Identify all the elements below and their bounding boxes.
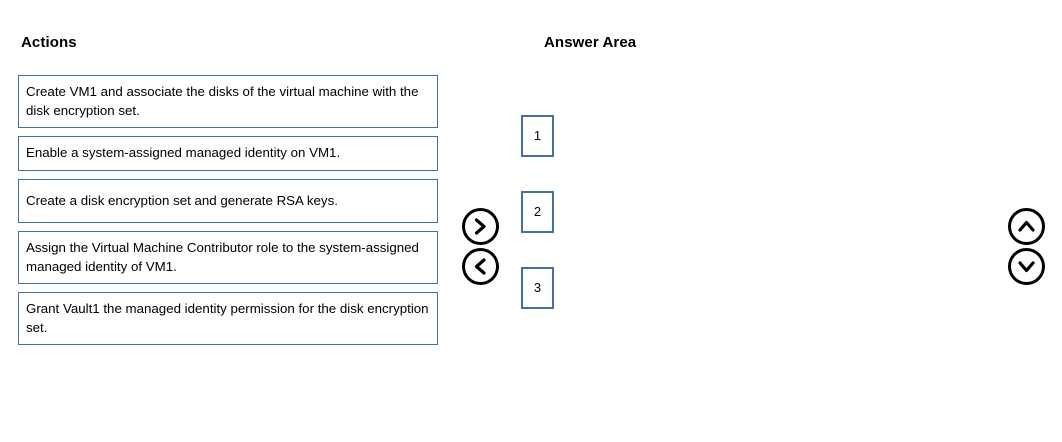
- chevron-up-icon: [1018, 219, 1035, 234]
- move-right-button[interactable]: [462, 208, 499, 245]
- chevron-left-icon: [473, 258, 488, 275]
- answer-slot-list: 1 2 3: [521, 115, 554, 343]
- move-down-button[interactable]: [1008, 248, 1045, 285]
- action-item[interactable]: Assign the Virtual Machine Contributor r…: [18, 231, 438, 284]
- action-item[interactable]: Enable a system-assigned managed identit…: [18, 136, 438, 171]
- chevron-down-icon: [1018, 259, 1035, 274]
- actions-column-heading: Actions: [21, 34, 77, 51]
- answer-area-heading: Answer Area: [544, 34, 637, 51]
- answer-slot[interactable]: 2: [521, 191, 554, 233]
- chevron-right-icon: [473, 218, 488, 235]
- action-item[interactable]: Grant Vault1 the managed identity permis…: [18, 292, 438, 345]
- action-item[interactable]: Create VM1 and associate the disks of th…: [18, 75, 438, 128]
- answer-slot[interactable]: 1: [521, 115, 554, 157]
- move-left-button[interactable]: [462, 248, 499, 285]
- action-item[interactable]: Create a disk encryption set and generat…: [18, 178, 438, 223]
- answer-slot[interactable]: 3: [521, 267, 554, 309]
- actions-list: Create VM1 and associate the disks of th…: [18, 75, 438, 353]
- move-up-button[interactable]: [1008, 208, 1045, 245]
